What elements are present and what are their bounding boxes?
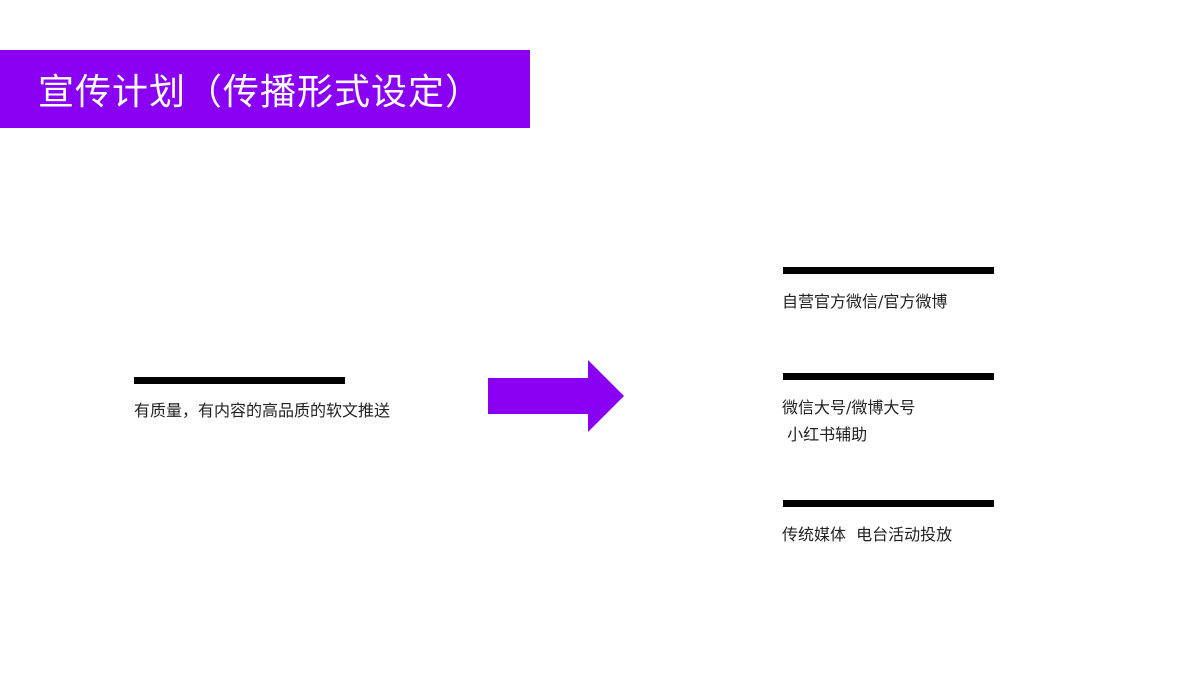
title-banner: 宣传计划（传播形式设定） <box>0 50 530 128</box>
channel-item-2-line-2: 小红书辅助 <box>782 425 868 444</box>
channel-item-1-line-1: 自营官方微信/官方微博 <box>782 292 948 311</box>
left-divider-line <box>134 377 345 384</box>
right-arrow-icon <box>488 360 624 432</box>
channel-item-3-line-1: 传统媒体 电台活动投放 <box>782 525 953 544</box>
channel-item-2-line-1: 微信大号/微博大号 <box>782 398 916 417</box>
right-divider-line-1 <box>783 267 994 274</box>
left-description: 有质量，有内容的高品质的软文推送 <box>134 401 391 420</box>
page-title: 宣传计划（传播形式设定） <box>38 72 483 113</box>
right-divider-line-3 <box>783 500 994 507</box>
right-divider-line-2 <box>783 373 994 380</box>
